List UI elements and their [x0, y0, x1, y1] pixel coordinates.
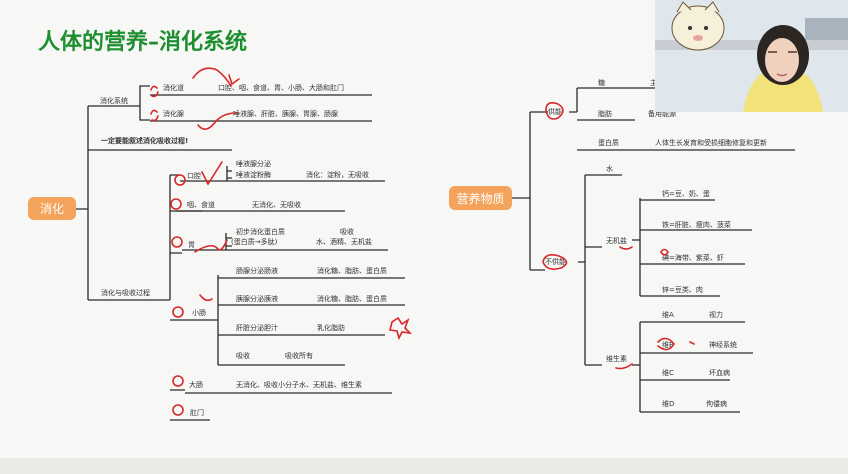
large-intestine-value: 无消化、吸收小分子水、无机盐、维生素	[236, 381, 362, 389]
mouth-label: 口腔	[187, 172, 201, 180]
stomach-sub1: 初步消化蛋白质	[236, 228, 285, 236]
item-tract-label: 消化道	[163, 84, 184, 92]
note-describe-process: 一定要能叙述消化吸收过程!	[101, 137, 189, 145]
mouth-value: 消化：淀粉，无吸收	[306, 171, 369, 179]
intestine-row-b: 吸收所有	[285, 352, 313, 360]
vitamin-value: 坏血病	[709, 369, 730, 377]
vitamin-name: 维B	[662, 341, 674, 349]
intestine-row-a: 肝脏分泌胆汁	[236, 324, 278, 332]
item-glands-label: 消化腺	[163, 110, 184, 118]
vitamin-name: 维A	[662, 311, 674, 319]
vitamin-value: 佝偻病	[706, 400, 727, 408]
mouth-sub1: 唾液腺分泌	[236, 160, 271, 168]
mineral-item: 锌=豆类、肉	[662, 286, 703, 294]
vitamin-value: 视力	[709, 311, 723, 319]
stomach-absorb-label: 吸收	[340, 228, 354, 236]
vitamin-name: 维D	[662, 400, 675, 408]
vitamin-name: 维C	[662, 369, 674, 377]
branch-digestion-absorption: 消化与吸收过程	[101, 289, 150, 297]
intestine-row-b: 消化糖、脂肪、蛋白质	[317, 267, 387, 275]
energy-branch-label: 供能	[548, 108, 562, 116]
stomach-sub2: (蛋白质→多肽)	[231, 238, 278, 246]
intestine-row-a: 胰腺分泌胰液	[236, 295, 278, 303]
stomach-absorb-value: 水、酒精、无机盐	[316, 238, 372, 246]
bottom-bar	[0, 458, 848, 474]
energy-item-label: 糖	[598, 79, 605, 87]
mineral-item: 铁=肝脏、瘦肉、菠菜	[662, 221, 731, 229]
intestine-row-b: 乳化脂肪	[317, 324, 345, 332]
branch-digestive-system: 消化系统	[100, 97, 128, 105]
root-node-digestion[interactable]: 消化	[28, 197, 76, 220]
large-intestine-label: 大肠	[189, 381, 203, 389]
stomach-label: 胃	[188, 241, 195, 249]
item-tract-value: 口腔、咽、食道、胃、小肠、大肠和肛门	[218, 84, 344, 92]
energy-item-label: 蛋白质	[598, 139, 619, 147]
webcam-illustration	[655, 0, 848, 112]
intestine-row-b: 消化糖、脂肪、蛋白质	[317, 295, 387, 303]
water-label: 水	[606, 165, 613, 173]
nonenergy-branch-label: 不供能	[545, 258, 566, 266]
intestine-row-a: 肠腺分泌肠液	[236, 267, 278, 275]
intestine-label: 小肠	[192, 309, 206, 317]
vitamins-label: 维生素	[606, 355, 627, 363]
throat-label: 咽、食道	[187, 201, 215, 209]
item-glands-value: 唾液腺、肝脏、胰腺、胃腺、肠腺	[233, 110, 338, 118]
anus-label: 肛门	[190, 409, 204, 417]
energy-item-value: 备用能源	[648, 110, 676, 118]
instructor-webcam	[655, 0, 848, 112]
page-title: 人体的营养–消化系统	[38, 30, 248, 55]
throat-value: 无消化、无吸收	[252, 201, 301, 209]
mouth-sub2: 唾液淀粉酶	[236, 171, 271, 179]
mineral-item: 钙=豆、奶、蛋	[662, 190, 710, 198]
vitamin-value: 神经系统	[709, 341, 737, 349]
energy-item-label: 脂肪	[598, 110, 612, 118]
minerals-label: 无机盐	[606, 237, 627, 245]
intestine-row-a: 吸收	[236, 352, 250, 360]
mineral-item: 碘=海带、紫菜、虾	[662, 254, 724, 262]
energy-item-value: 人体生长发育和受损细胞修复和更新	[655, 139, 767, 147]
root-node-nutrients[interactable]: 营养物质	[449, 186, 512, 210]
